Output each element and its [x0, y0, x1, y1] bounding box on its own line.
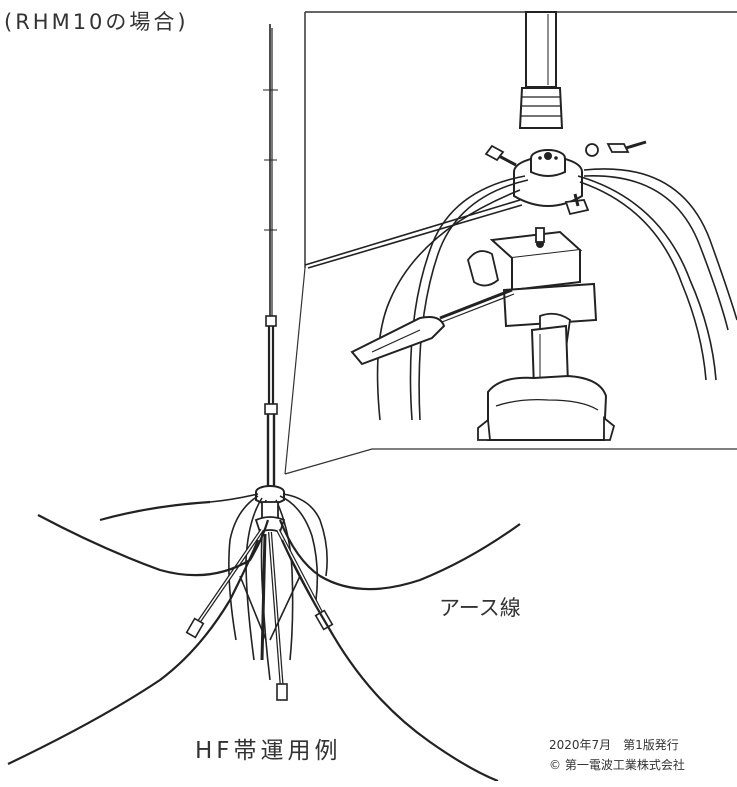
tripod [185, 501, 334, 701]
publication-info: 2020年7月 第1版発行 © 第一電波工業株式会社 ……… [549, 735, 685, 787]
earth-wire-label: アース線 [439, 596, 521, 620]
edition-text: 2020年7月 第1版発行 [549, 738, 679, 752]
main-antenna [7, 24, 521, 781]
element-tube [518, 11, 564, 129]
wing-bolt-left [484, 144, 517, 167]
whip-element [263, 24, 278, 488]
detail-inset [284, 11, 737, 475]
model-note: (RHM10の場合) [4, 10, 189, 34]
example-title: HF帯運用例 [195, 738, 342, 764]
wing-bolt-right [585, 140, 647, 157]
cut-off-text: ……… [549, 778, 585, 787]
base-hub [255, 485, 285, 505]
screwdriver [350, 288, 515, 366]
copyright-text: © 第一電波工業株式会社 [549, 758, 685, 772]
inset-radials [304, 168, 737, 421]
wing-bolt-front [564, 193, 590, 216]
tripod-head [477, 324, 616, 441]
radial-hub [513, 149, 583, 207]
earth-wires [7, 500, 521, 781]
